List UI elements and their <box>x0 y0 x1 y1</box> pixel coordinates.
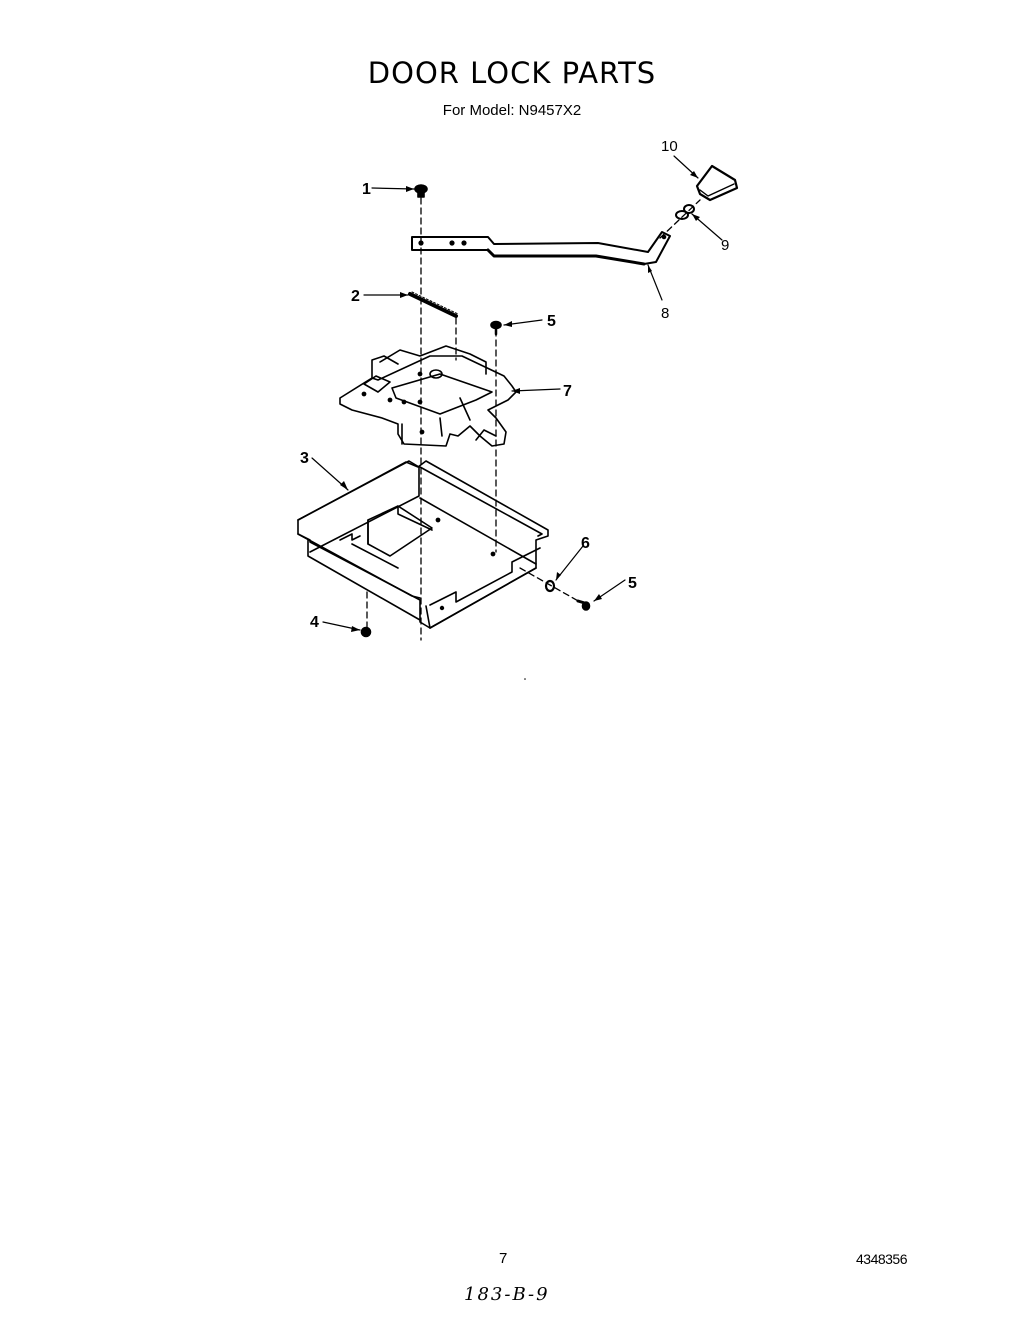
part-5-screw-lower-icon <box>576 599 591 611</box>
part-4-nut-icon <box>360 626 372 638</box>
part-10-knob-icon <box>695 164 739 202</box>
part-6-washer-icon <box>544 579 556 593</box>
part-7-lock-assembly-icon <box>339 345 517 447</box>
callout-5-lower: 5 <box>628 575 637 592</box>
page-number: 7 <box>499 1250 508 1267</box>
part-1-screw-icon <box>414 184 428 198</box>
exploded-parts-diagram: 1 2 3 4 5 5 6 7 8 9 10 <box>297 138 739 680</box>
assembly-guide-lines <box>366 197 701 641</box>
leader-arrowheads <box>340 171 700 632</box>
part-2-spring-icon <box>408 291 459 318</box>
part-9-spacer-icon <box>675 204 695 220</box>
part-3-housing-tray-icon <box>297 460 549 629</box>
callout-7: 7 <box>563 383 572 400</box>
part-8-lever-arm-icon <box>411 231 671 266</box>
callout-2: 2 <box>351 288 360 305</box>
callout-4: 4 <box>310 614 319 631</box>
callout-6: 6 <box>581 535 590 552</box>
callout-9: 9 <box>721 237 729 254</box>
callout-10: 10 <box>661 138 678 155</box>
scan-speck <box>524 678 526 680</box>
callout-3: 3 <box>300 450 309 467</box>
part-5-screw-upper-icon <box>490 320 502 336</box>
callout-5-upper: 5 <box>547 313 556 330</box>
model-subtitle: For Model: N9457X2 <box>442 102 582 119</box>
callout-8: 8 <box>661 305 669 322</box>
callout-1: 1 <box>362 181 371 198</box>
document-number: 4348356 <box>856 1251 908 1267</box>
page-title: DOOR LOCK PARTS <box>367 56 657 90</box>
handwritten-note: 183-B-9 <box>464 1284 550 1305</box>
